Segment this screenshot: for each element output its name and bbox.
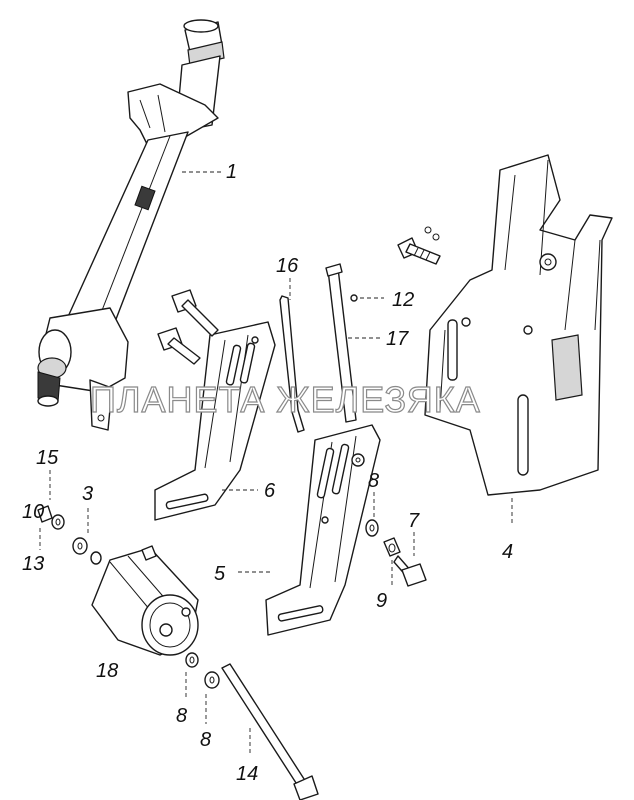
callout-9: 9 (376, 590, 387, 612)
callout-17: 17 (386, 328, 409, 350)
callout-12: 12 (392, 289, 414, 311)
callout-8-right: 8 (368, 470, 379, 492)
long-bolt-part-14 (221, 663, 319, 800)
mounting-bracket-part-4 (424, 154, 613, 496)
callout-8-lower-a: 8 (176, 705, 187, 727)
callout-14: 14 (236, 763, 258, 785)
strip-part-17 (325, 263, 357, 423)
callout-4: 4 (502, 541, 513, 563)
washers-left (37, 505, 102, 565)
ball-part-12 (350, 294, 358, 302)
adjuster-plate-part-6 (154, 321, 276, 521)
callout-16: 16 (276, 255, 299, 277)
adjuster-plate-part-5 (265, 424, 381, 636)
washers-lower (185, 652, 220, 689)
motor-part-18 (91, 545, 199, 656)
callout-15: 15 (36, 447, 59, 469)
spring-part-16 (279, 295, 305, 433)
callout-6: 6 (264, 480, 276, 502)
watermark-text: ПЛАНЕТА ЖЕЛЕЗЯКА (90, 379, 481, 420)
fasteners-right (365, 519, 427, 587)
callout-5: 5 (214, 563, 226, 585)
callout-18: 18 (96, 660, 118, 682)
callout-10: 10 (22, 501, 44, 523)
callout-7: 7 (408, 510, 420, 532)
steering-column-part-1 (37, 19, 225, 431)
callout-13: 13 (22, 553, 44, 575)
callout-1: 1 (226, 161, 237, 183)
bolts-part-6 (157, 289, 219, 365)
bolt-near-bracket (397, 226, 441, 265)
callout-3: 3 (82, 483, 93, 505)
callout-8-lower-b: 8 (200, 729, 211, 751)
